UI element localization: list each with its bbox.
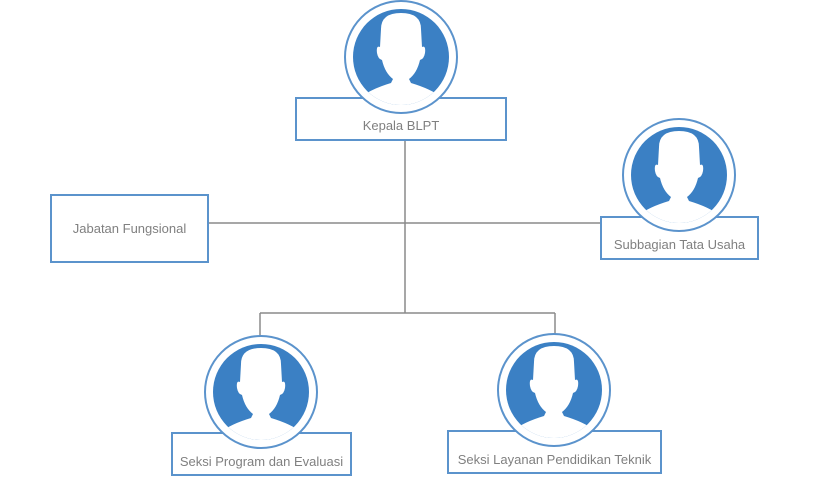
node-program-box[interactable]: Seksi Program dan Evaluasi (171, 432, 352, 476)
node-admin-label: Subbagian Tata Usaha (613, 237, 746, 252)
node-service-box[interactable]: Seksi Layanan Pendidikan Teknik (447, 430, 662, 474)
node-admin-box[interactable]: Subbagian Tata Usaha (600, 216, 759, 260)
node-functional-label: Jabatan Fungsional (72, 221, 187, 236)
node-program-label: Seksi Program dan Evaluasi (179, 454, 344, 469)
node-service-label: Seksi Layanan Pendidikan Teknik (457, 452, 652, 467)
node-functional-box[interactable]: Jabatan Fungsional (50, 194, 209, 263)
node-head-box[interactable]: Kepala BLPT (295, 97, 507, 141)
node-head-label: Kepala BLPT (362, 118, 440, 133)
